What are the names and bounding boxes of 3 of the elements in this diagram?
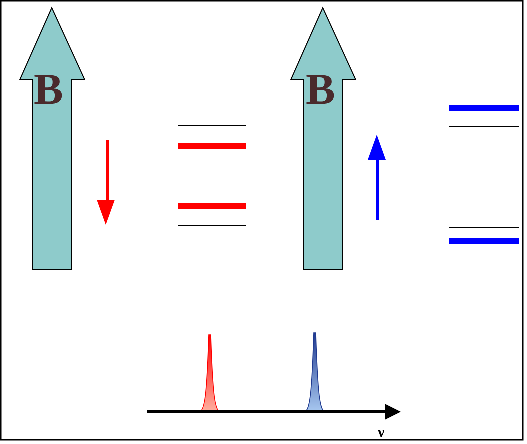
axis-label: ν (378, 426, 385, 441)
field-label: B (306, 68, 336, 112)
field-label: B (34, 68, 64, 112)
